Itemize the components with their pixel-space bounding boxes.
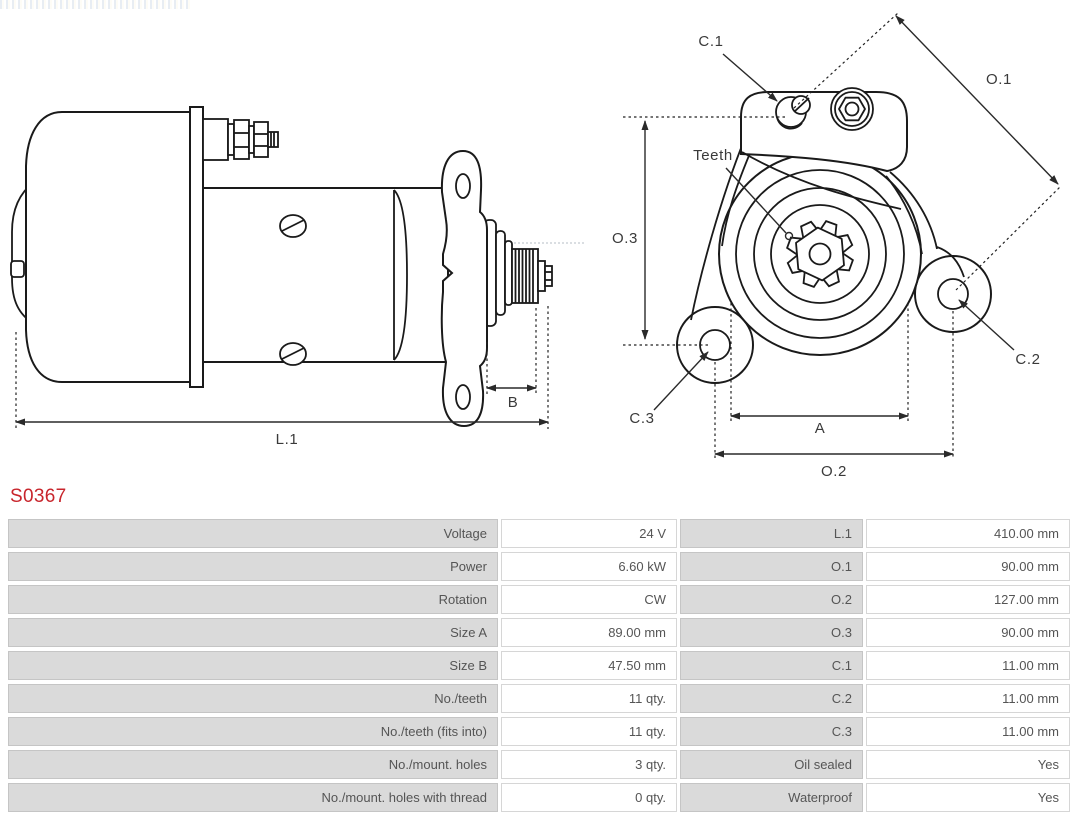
flange-right-inner-contour <box>885 175 923 255</box>
dim-label-O2: O.2 <box>821 463 847 480</box>
pinion-gear-front <box>786 220 854 288</box>
spec-value-right: 410.00 mm <box>866 519 1070 548</box>
spec-table-row: No./teeth (fits into) 11 qty. C.3 11.00 … <box>8 717 1072 746</box>
flange-left-contour <box>690 137 746 321</box>
spec-value-left: 24 V <box>501 519 677 548</box>
spec-label-right: O.1 <box>680 552 863 581</box>
spec-table-row: Voltage 24 V L.1 410.00 mm <box>8 519 1072 548</box>
spec-label-right: O.3 <box>680 618 863 647</box>
spec-label-left: Size A <box>8 618 498 647</box>
spec-table-row: Size A 89.00 mm O.3 90.00 mm <box>8 618 1072 647</box>
side-view-dimensions: L.1 B <box>15 306 549 448</box>
spec-label-left: Power <box>8 552 498 581</box>
spec-table-row: No./mount. holes with thread 0 qty. Wate… <box>8 783 1072 812</box>
spec-value-right: 11.00 mm <box>866 717 1070 746</box>
housing-screw-top <box>279 214 307 238</box>
spec-value-right: 11.00 mm <box>866 684 1070 713</box>
spec-table: Voltage 24 V L.1 410.00 mm Power 6.60 kW… <box>8 519 1072 812</box>
dim-label-C1: C.1 <box>698 33 723 50</box>
flange-top-plate <box>740 91 908 173</box>
starter-motor-technical-drawing: L.1 B <box>10 12 1062 480</box>
spec-value-left: 11 qty. <box>501 717 677 746</box>
spec-value-right: Yes <box>866 750 1070 779</box>
spec-table-row: Power 6.60 kW O.1 90.00 mm <box>8 552 1072 581</box>
spec-label-right: O.2 <box>680 585 863 614</box>
bore-circle-mid <box>753 187 887 321</box>
shaft-tip <box>537 260 553 292</box>
bore-circle-inner <box>770 204 870 304</box>
bore-circle-outer <box>735 169 905 339</box>
flange-shoulder-curve <box>741 151 902 210</box>
spec-label-right: C.1 <box>680 651 863 680</box>
spec-label-right: Waterproof <box>680 783 863 812</box>
part-number: S0367 <box>10 486 67 507</box>
dim-label-O3: O.3 <box>612 230 638 247</box>
flange-right-connector <box>936 246 965 278</box>
dim-label-B: B <box>508 394 519 411</box>
watermark-artifact <box>0 0 190 9</box>
dim-label-teeth: Teeth <box>693 147 733 164</box>
spec-value-right: 127.00 mm <box>866 585 1070 614</box>
spec-value-left: CW <box>501 585 677 614</box>
spec-label-left: Voltage <box>8 519 498 548</box>
dim-label-A: A <box>815 420 826 437</box>
bearing-steps <box>483 219 513 327</box>
spec-value-left: 47.50 mm <box>501 651 677 680</box>
spec-table-row: Rotation CW O.2 127.00 mm <box>8 585 1072 614</box>
front-view-dimensions: O.3 O.1 A O.2 C.1 C.2 C.3 <box>612 12 1062 480</box>
spec-label-right: C.3 <box>680 717 863 746</box>
spec-value-right: Yes <box>866 783 1070 812</box>
terminal-studs <box>202 118 279 161</box>
spec-value-left: 11 qty. <box>501 684 677 713</box>
spec-label-left: No./teeth (fits into) <box>8 717 498 746</box>
hex-bolt <box>830 87 874 131</box>
mount-hole-c1 <box>775 95 811 130</box>
spec-label-left: Rotation <box>8 585 498 614</box>
spec-label-left: Size B <box>8 651 498 680</box>
spec-label-right: Oil sealed <box>680 750 863 779</box>
spec-value-right: 90.00 mm <box>866 552 1070 581</box>
spec-label-left: No./teeth <box>8 684 498 713</box>
spec-label-right: L.1 <box>680 519 863 548</box>
flange-hole-bottom <box>455 384 471 410</box>
end-plate <box>189 106 204 388</box>
spec-table-row: Size B 47.50 mm C.1 11.00 mm <box>8 651 1072 680</box>
side-view-drawing: L.1 B <box>10 106 584 448</box>
rear-nub <box>10 260 25 278</box>
drive-housing <box>202 187 449 363</box>
drive-housing-ring-curve <box>393 189 408 361</box>
teeth-leader-dot <box>784 231 794 241</box>
spec-label-left: No./mount. holes <box>8 750 498 779</box>
spec-table-row: No./teeth 11 qty. C.2 11.00 mm <box>8 684 1072 713</box>
spec-label-left: No./mount. holes with thread <box>8 783 498 812</box>
flange-left-inner-contour <box>721 145 754 247</box>
spec-value-left: 0 qty. <box>501 783 677 812</box>
dim-label-L1: L.1 <box>276 431 299 448</box>
pinion-gear-side <box>511 248 539 304</box>
motor-housing <box>25 111 191 383</box>
spec-value-left: 6.60 kW <box>501 552 677 581</box>
dim-label-C2: C.2 <box>1015 351 1040 368</box>
spec-table-row: No./mount. holes 3 qty. Oil sealed Yes <box>8 750 1072 779</box>
front-view-drawing: O.3 O.1 A O.2 C.1 C.2 C.3 <box>612 12 1062 480</box>
dim-label-C3: C.3 <box>629 410 654 427</box>
spec-label-right: C.2 <box>680 684 863 713</box>
flange-hole-top <box>455 173 471 199</box>
spec-value-right: 11.00 mm <box>866 651 1070 680</box>
spec-value-left: 89.00 mm <box>501 618 677 647</box>
housing-screw-bottom <box>279 342 307 366</box>
shaft-center-hole <box>808 242 832 266</box>
spec-value-left: 3 qty. <box>501 750 677 779</box>
dim-label-O1: O.1 <box>986 71 1012 88</box>
spec-value-right: 90.00 mm <box>866 618 1070 647</box>
